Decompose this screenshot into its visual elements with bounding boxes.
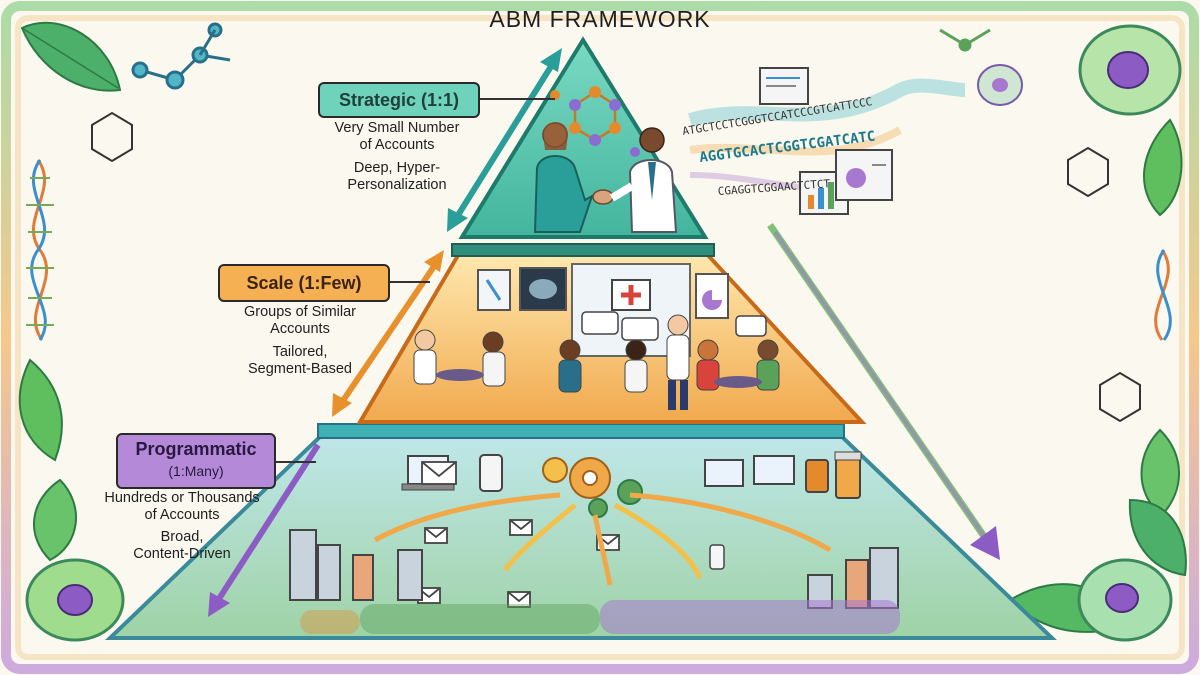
strategic-desc-line-2: of Accounts bbox=[359, 137, 435, 154]
programmatic-scene bbox=[289, 451, 900, 634]
conference-scene bbox=[413, 263, 780, 410]
flow-arrows bbox=[373, 492, 832, 586]
strategic-desc-line-1: Very Small Number bbox=[334, 120, 460, 136]
handshake-scene bbox=[533, 86, 678, 233]
scale-arrow bbox=[332, 250, 444, 417]
strategic-description: Very Small Number of Accounts Deep, Hype… bbox=[312, 120, 482, 195]
scale-label: Scale (1:Few) bbox=[218, 264, 390, 302]
building-icon bbox=[289, 529, 899, 609]
dna-helix-icon bbox=[26, 159, 1172, 341]
pill-bottle-icon bbox=[805, 451, 862, 499]
scale-desc-line-3: Tailored, bbox=[272, 343, 328, 360]
strategic-desc-line-3: Deep, Hyper- bbox=[353, 159, 441, 176]
gear-icon bbox=[542, 457, 643, 518]
programmatic-arrow bbox=[208, 443, 321, 617]
right-arrow bbox=[767, 223, 1000, 560]
scale-description: Groups of Similar Accounts Tailored, Seg… bbox=[205, 304, 395, 379]
programmatic-label-sub: (1:Many) bbox=[168, 463, 224, 479]
programmatic-desc-line-2: of Accounts bbox=[144, 507, 220, 524]
scale-desc-line-4: Segment-Based bbox=[248, 361, 352, 378]
crowd bbox=[300, 600, 900, 634]
monitor-screens bbox=[759, 67, 893, 215]
programmatic-label-title: Programmatic bbox=[135, 439, 257, 459]
scale-desc-line-1: Groups of Similar bbox=[243, 304, 356, 320]
diagram-title: ABM FRAMEWORK bbox=[489, 6, 711, 32]
programmatic-desc-line-3: Broad, bbox=[160, 528, 204, 545]
molecule-icon bbox=[91, 22, 1141, 423]
programmatic-label: Programmatic (1:Many) bbox=[116, 433, 276, 489]
strategic-label: Strategic (1:1) bbox=[318, 82, 480, 118]
label-connectors bbox=[275, 98, 555, 463]
strategic-arrow bbox=[447, 48, 562, 232]
cell-icon bbox=[25, 24, 1182, 642]
strategic-desc-line-4: Personalization bbox=[347, 177, 447, 194]
programmatic-description: Hundreds or Thousands of Accounts Broad,… bbox=[82, 490, 282, 564]
programmatic-desc-line-1: Hundreds or Thousands bbox=[104, 490, 260, 506]
phone-icon bbox=[479, 454, 725, 570]
programmatic-desc-line-4: Content-Driven bbox=[133, 546, 231, 563]
scale-desc-line-2: Accounts bbox=[270, 321, 330, 338]
